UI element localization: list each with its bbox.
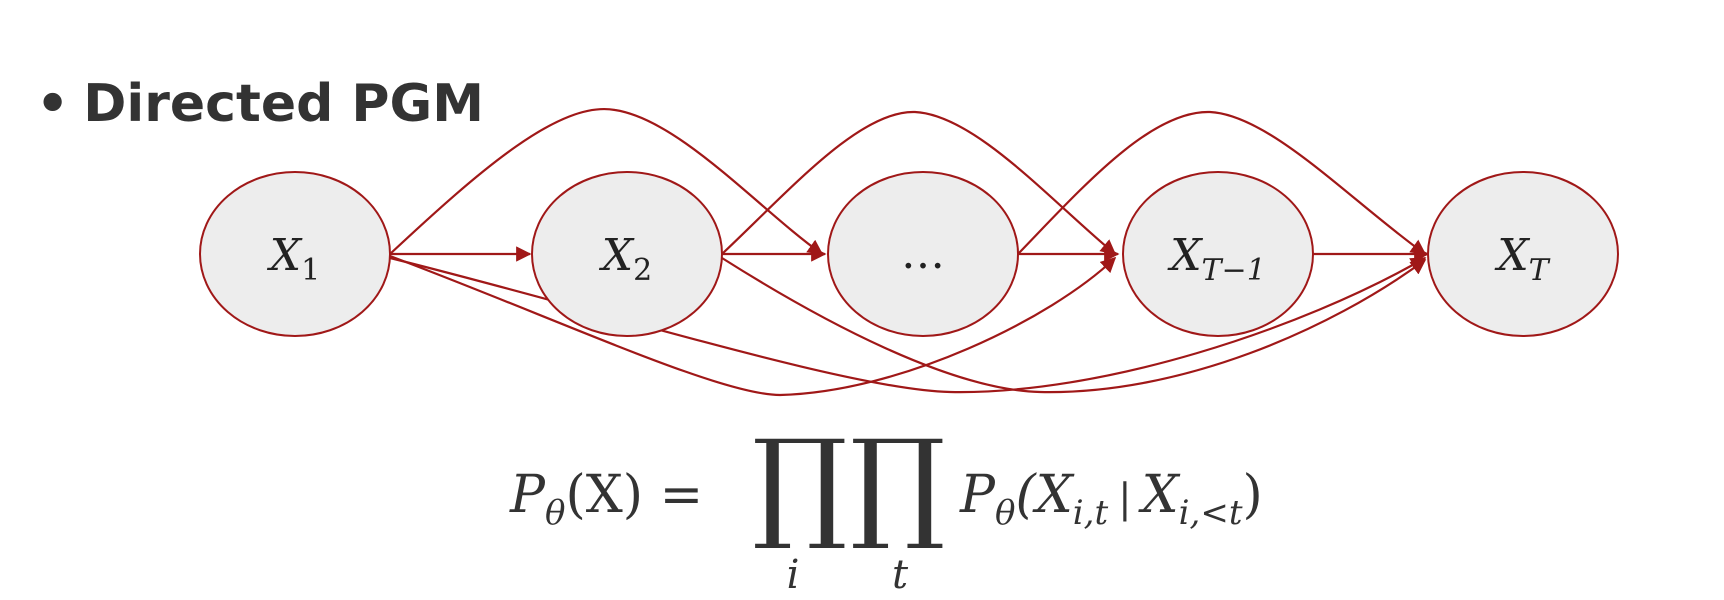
node-xtm1-label: XT−1 (1167, 230, 1266, 288)
node-xdots-label: … (901, 228, 945, 279)
bullet-marker: • (36, 74, 70, 134)
edge-xdots-xt (1017, 110, 1427, 255)
node-xt-label: XT (1494, 230, 1550, 288)
node-x2-label: X2 (599, 230, 652, 288)
node-xt: XT (1427, 171, 1619, 337)
edge-x1-xdots (389, 107, 824, 255)
bullet-text: Directed PGM (83, 74, 484, 134)
node-x2: X2 (531, 171, 723, 337)
edge-x2-xt (721, 257, 1427, 394)
equation-rhs: Pθ(Xi,t|Xi,<t) (959, 465, 1263, 533)
edge-x1-xtm1 (389, 254, 1117, 397)
edge-x2-xtm1 (721, 110, 1117, 255)
product-symbol-i: ∏ (752, 415, 848, 554)
product-index-i: i (787, 552, 800, 598)
node-x1: X1 (199, 171, 391, 337)
edges (389, 107, 1430, 397)
equation-lhs: Pθ(X) = (509, 465, 703, 533)
product-index-t: t (892, 552, 909, 598)
node-xtm1: XT−1 (1122, 171, 1314, 337)
bullet-heading: •Directed PGM (36, 78, 484, 130)
node-x1-label: X1 (267, 230, 320, 288)
node-xdots: … (827, 171, 1019, 337)
product-symbol-t: ∏ (850, 415, 946, 554)
